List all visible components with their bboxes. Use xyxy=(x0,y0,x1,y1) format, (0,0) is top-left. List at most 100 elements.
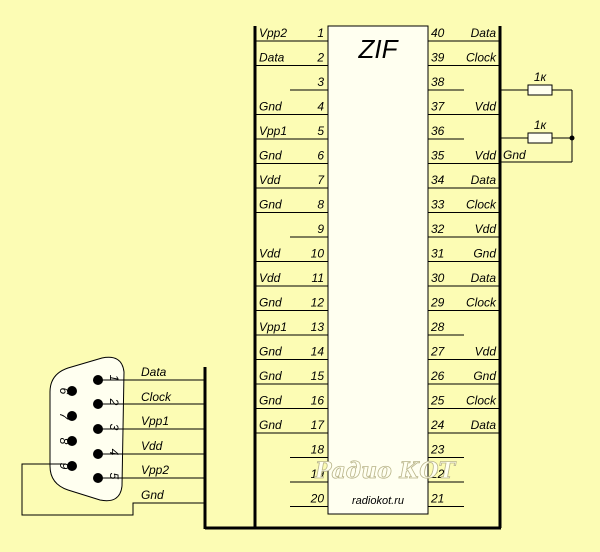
watermark-site: radiokot.ru xyxy=(352,495,404,507)
db9-signal-vdd: Vdd xyxy=(141,439,163,453)
pin-signal-label: Vpp1 xyxy=(259,124,287,138)
db9-pin-9 xyxy=(67,461,77,471)
pin-signal-label: Clock xyxy=(466,198,497,212)
zif-pin-15: Gnd 15 xyxy=(256,369,328,385)
zif-pin-23: 23 xyxy=(428,443,464,458)
pin-number: 26 xyxy=(430,369,445,383)
pin-number: 25 xyxy=(430,394,445,408)
zif-pin-18: 18 xyxy=(290,443,328,458)
resistor-2-label: 1к xyxy=(534,118,548,132)
pin-number: 1 xyxy=(317,26,324,40)
pin-signal-label: Vdd xyxy=(259,173,281,187)
pin-signal-label: Gnd xyxy=(259,149,282,163)
pin-number: 31 xyxy=(431,247,444,261)
pin-number: 3 xyxy=(317,75,324,89)
pin-signal-label: Gnd xyxy=(259,394,282,408)
pin-signal-label: Gnd xyxy=(259,369,282,383)
db9-pin-8 xyxy=(67,436,77,446)
watermark-logo: Радио КОТ xyxy=(314,458,457,484)
db9-signal-vpp2: Vpp2 xyxy=(141,463,169,477)
pin-number: 38 xyxy=(431,75,445,89)
pin-number: 39 xyxy=(431,51,445,65)
pin-number: 19 xyxy=(311,467,325,481)
pin-signal-label: Vdd xyxy=(259,271,281,285)
zif-pin-34: 34 Data xyxy=(428,173,499,189)
zif-pin-20: 20 xyxy=(290,492,328,507)
zif-pin-16: Gnd 16 xyxy=(256,394,328,409)
pin-number: 32 xyxy=(431,222,445,236)
zif-pin-3: 3 xyxy=(290,75,328,91)
zif-pin-32: 32 Vdd xyxy=(428,222,499,238)
pin-number: 15 xyxy=(311,369,325,383)
db9-pin-number: 4 xyxy=(107,449,121,456)
resistor-1 xyxy=(527,84,553,96)
zif-pin-4: Gnd 4 xyxy=(256,100,328,115)
pull-up-network: 1к 1к Gnd xyxy=(500,70,575,163)
zif-pin-25: 25 Clock xyxy=(428,394,499,409)
pin-number: 37 xyxy=(431,100,446,114)
db9-pin-number: 6 xyxy=(57,388,71,395)
db9-pin-7 xyxy=(67,411,77,421)
db9-pin-number: 2 xyxy=(107,398,121,406)
pin-number: 17 xyxy=(311,418,326,432)
db9-pin-number: 3 xyxy=(107,424,121,431)
junction-dot xyxy=(569,135,575,141)
pin-number: 4 xyxy=(317,100,324,114)
resistor-2 xyxy=(527,132,553,144)
db9-signal-gnd: Gnd xyxy=(141,488,164,502)
pin-number: 23 xyxy=(430,443,445,457)
pin-number: 16 xyxy=(311,394,325,408)
zif-pin-36: 36 xyxy=(428,124,464,140)
pin-number: 9 xyxy=(317,222,324,236)
pin-signal-label: Vdd xyxy=(475,222,497,236)
db9-pin-number: 1 xyxy=(107,375,121,382)
db9-pin-number: 7 xyxy=(57,413,71,421)
zif-pin-17: Gnd 17 xyxy=(256,418,328,434)
zif-title: ZIF xyxy=(358,34,400,64)
pin-signal-label: Clock xyxy=(466,394,497,408)
gnd-net-label: Gnd xyxy=(503,148,526,162)
pin-number: 10 xyxy=(311,247,325,261)
pin-number: 20 xyxy=(310,492,325,506)
pin-signal-label: Vdd xyxy=(475,100,497,114)
pin-signal-label: Vpp1 xyxy=(259,320,287,334)
pin-signal-label: Vdd xyxy=(475,345,497,359)
pin-number: 29 xyxy=(430,296,445,310)
pin-signal-label: Data xyxy=(471,26,497,40)
pin-signal-label: Clock xyxy=(466,51,497,65)
pin-signal-label: Vdd xyxy=(259,247,281,261)
zif-pin-21: 21 xyxy=(428,492,464,507)
pin-number: 24 xyxy=(430,418,445,432)
pin-signal-label: Data xyxy=(471,173,497,187)
db9-pin-number: 5 xyxy=(107,473,121,480)
zif-pin-9: 9 xyxy=(290,222,328,238)
pin-number: 34 xyxy=(431,173,445,187)
pin-number: 28 xyxy=(430,320,445,334)
pin-signal-label: Data xyxy=(471,418,497,432)
zif-pin-19: 19 xyxy=(290,467,328,483)
zif-pin-38: 38 xyxy=(428,75,464,91)
db9-pin-6 xyxy=(67,386,77,396)
pin-signal-label: Vdd xyxy=(475,149,497,163)
zif-pin-37: 37 Vdd xyxy=(428,100,499,115)
pin-signal-label: Gnd xyxy=(259,418,282,432)
db9-wires xyxy=(21,379,205,516)
pin-number: 12 xyxy=(311,296,325,310)
db9-pin-number: 8 xyxy=(57,438,71,445)
pin-number: 6 xyxy=(317,149,324,163)
zif-socket-body xyxy=(327,25,429,515)
pin-signal-label: Gnd xyxy=(259,100,282,114)
pin-number: 2 xyxy=(316,51,324,65)
